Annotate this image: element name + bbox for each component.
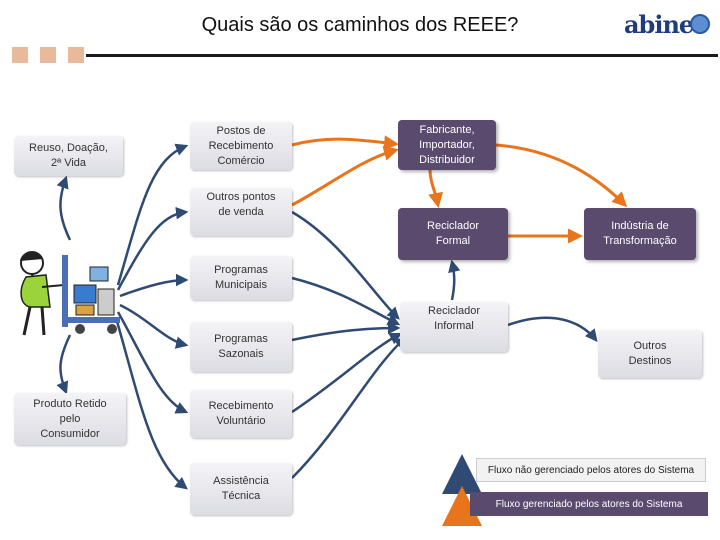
- arrow-consumer-reuso: [56, 175, 72, 241]
- title-rule: [86, 54, 718, 57]
- box-outros-pontos: Outros pontos de venda: [190, 188, 292, 236]
- box-programas-sazonais: Programas Sazonais: [190, 322, 292, 372]
- arrow-assistencia-informal: [291, 336, 407, 479]
- box-produto-retido: Produto Retido pelo Consumidor: [14, 393, 126, 445]
- decor-square-1: [12, 47, 28, 63]
- box-industria: Indústria de Transformação: [584, 208, 696, 260]
- arrow-outros-pontos-informal: [291, 210, 400, 320]
- arrow-fabricante-formal: [428, 169, 443, 208]
- arrow-fabricante-industria: [495, 143, 628, 208]
- arrow-municipais-informal: [291, 276, 401, 326]
- decor-square-2: [40, 47, 56, 63]
- legend-unmanaged: Fluxo não gerenciado pelos atores do Sis…: [476, 458, 706, 482]
- box-postos: Postos de Recebimento Comércio: [190, 122, 292, 170]
- arrow-informal-formal: [448, 259, 461, 301]
- arrow-consumer-municipais: [119, 273, 189, 298]
- arrow-consumer-outros-pontos: [116, 206, 189, 291]
- arrow-consumer-assistencia: [114, 317, 188, 490]
- box-programas-municipais: Programas Municipais: [190, 256, 292, 300]
- legend-managed: Fluxo gerenciado pelos atores do Sistema: [470, 492, 708, 516]
- box-reuso: Reuso, Doação, 2ª Vida: [14, 136, 123, 176]
- box-assistencia-tecnica: Assistência Técnica: [190, 463, 292, 515]
- decor-square-3: [68, 47, 84, 63]
- arrow-consumer-retido: [56, 334, 72, 395]
- arrow-consumer-voluntario: [116, 311, 189, 414]
- arrow-outros-pontos-fabricante: [291, 145, 399, 207]
- arrow-sazonais-informal: [291, 321, 401, 342]
- box-reciclador-formal: Reciclador Formal: [398, 208, 508, 260]
- box-outros-destinos: Outros Destinos: [598, 330, 702, 378]
- arrow-informal-outros-destinos: [507, 316, 598, 342]
- arrow-postos-fabricante: [291, 135, 399, 151]
- box-recebimento-voluntario: Recebimento Voluntário: [190, 390, 292, 438]
- box-reciclador-informal: Reciclador Informal: [400, 302, 508, 352]
- arrow-consumer-sazonais: [119, 303, 189, 349]
- arrow-consumer-postos: [116, 143, 189, 286]
- consumer-with-cart-illustration: [20, 251, 120, 336]
- arrow-voluntario-informal: [291, 332, 403, 414]
- logo-globe-icon: [690, 14, 710, 34]
- box-fabricante: Fabricante, Importador, Distribuidor: [398, 120, 496, 170]
- page-title: Quais são os caminhos dos REEE?: [201, 14, 519, 36]
